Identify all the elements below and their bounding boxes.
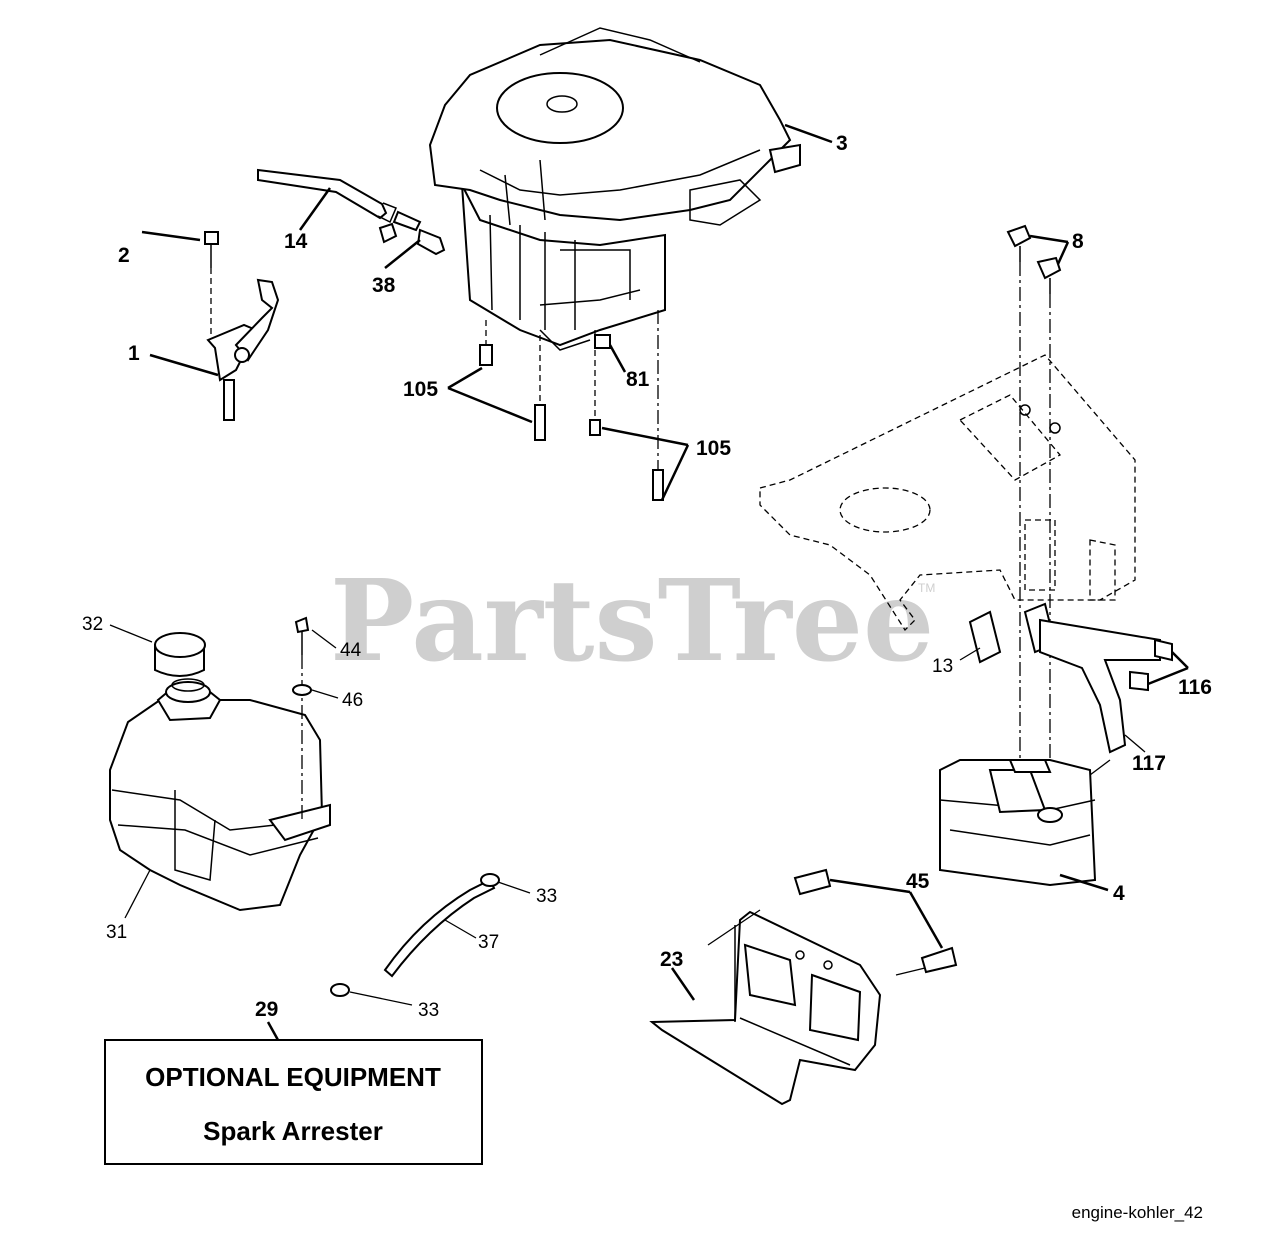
optional-equipment-subtitle: Spark Arrester [203, 1116, 383, 1146]
callout-116: 116 [1178, 676, 1212, 699]
callout-13: 13 [932, 656, 953, 677]
muffler-part [939, 759, 1111, 892]
callout-33-bottom: 33 [418, 1000, 439, 1021]
callout-45: 45 [906, 870, 930, 893]
callout-1: 1 [128, 342, 140, 365]
callout-31: 31 [106, 922, 127, 943]
callout-32: 32 [82, 614, 103, 635]
callout-81: 81 [626, 368, 650, 391]
engine-part [428, 27, 833, 351]
callout-3: 3 [836, 132, 848, 155]
callout-29: 29 [255, 998, 278, 1021]
callout-2: 2 [118, 244, 130, 267]
callout-4: 4 [1113, 882, 1125, 905]
callout-105-left: 105 [403, 378, 438, 401]
fuel-tank-part [109, 616, 339, 919]
optional-equipment-box [104, 1021, 483, 1165]
callout-33-top: 33 [536, 886, 557, 907]
callout-44: 44 [340, 640, 362, 661]
callout-14: 14 [284, 230, 308, 253]
diagram-caption: engine-kohler_42 [1072, 1203, 1203, 1222]
fuel-line-part [330, 873, 531, 1006]
frame-part [759, 224, 1136, 770]
watermark-text: PartsTree [330, 556, 934, 687]
callout-117: 117 [1132, 752, 1166, 775]
callout-105-right: 105 [696, 437, 731, 460]
heat-shield-part [649, 868, 958, 1106]
watermark-tm: TM [918, 581, 935, 595]
throttle-control-part [141, 230, 280, 421]
callout-23: 23 [660, 948, 683, 971]
callout-8: 8 [1072, 230, 1084, 253]
optional-equipment-title: OPTIONAL EQUIPMENT [145, 1062, 441, 1092]
engine-bolts-part [447, 310, 690, 501]
callout-37: 37 [478, 932, 499, 953]
callout-38: 38 [372, 274, 396, 297]
exhaust-pipe-part [959, 602, 1189, 754]
fuel-hose-part [257, 168, 446, 269]
callout-46: 46 [342, 690, 363, 711]
